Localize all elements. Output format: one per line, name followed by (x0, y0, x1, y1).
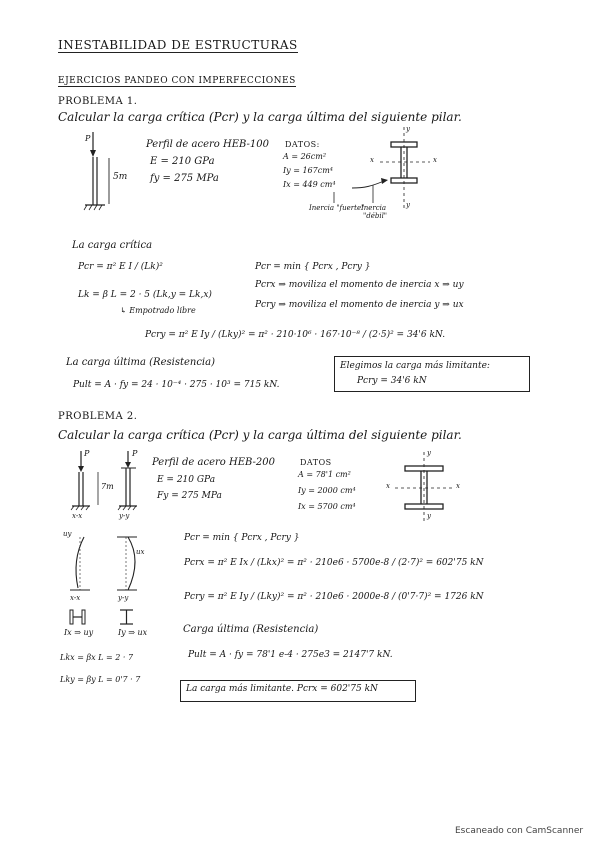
p1-axis-y-top: y (406, 125, 410, 133)
p2-inertia-x: Ix = 5700 cm⁴ (298, 502, 356, 511)
p1-pcry-note: Pcry ⇒ moviliza el momento de inercia y … (255, 300, 464, 310)
p1-critical-title: La carga crítica (72, 240, 153, 251)
p1-result-line-2: Pcry = 34'6 kN (357, 376, 427, 386)
p1-datos-title: DATOS: (285, 140, 320, 149)
p1-young-modulus: E = 210 GPa (150, 156, 215, 167)
p1-pult: Pult = A · fy = 24 · 10⁻⁴ · 275 · 10³ = … (73, 380, 280, 390)
p2-xx-label-bottom: x-x (70, 594, 81, 602)
p1-axis-x-right: x (433, 156, 437, 164)
p2-xx-label-top: x-x (72, 512, 83, 520)
p2-pcry: Pcry = π² E Iy / (Lky)² = π² · 210e6 · 2… (184, 592, 484, 602)
p1-area: A = 26cm² (283, 152, 327, 161)
p2-ix-uy: Ix ⇒ uy (64, 628, 94, 637)
p2-axis-x-right: x (456, 482, 460, 490)
p1-ultimate-title: La carga última (Resistencia) (66, 357, 215, 368)
p2-lky: Lky = βy L = 0'7 · 7 (60, 675, 141, 684)
p1-pcry-formula: Pcry = π² E Iy / (Lky)² = π² · 210·10⁶ ·… (145, 330, 446, 340)
p2-axis-y-top: y (427, 449, 431, 457)
p2-datos-title: DATOS (300, 458, 332, 467)
p1-result-line-1: Elegimos la carga más limitante: (340, 361, 490, 371)
problem-2-heading: PROBLEMA 2. (58, 411, 138, 422)
p2-young-modulus: E = 210 GPa (157, 475, 216, 485)
p2-ux-label: ux (136, 548, 145, 556)
p1-result-box: Elegimos la carga más limitante: Pcry = … (334, 356, 530, 392)
problem-1-heading: PROBLEMA 1. (58, 96, 138, 107)
p2-result-text: La carga más limitante. Pcrx = 602'75 kN (186, 684, 378, 694)
p1-fixed-free-note: ↳ Empotrado libre (120, 306, 196, 315)
p2-uy-label: uy (63, 530, 72, 538)
p1-weak-inertia-note-2: "débil" (363, 212, 388, 220)
p1-weak-inertia-note-1: Inercia (361, 204, 387, 212)
p2-lkx: Lkx = βx L = 2 · 7 (60, 653, 134, 662)
p2-ultimate-title: Carga última (Resistencia) (183, 624, 319, 635)
p1-axis-y-bottom: y (406, 201, 410, 209)
p2-iy-ux: Iy ⇒ ux (118, 628, 148, 637)
p2-pcrx: Pcrx = π² E Ix / (Lkx)² = π² · 210e6 · 5… (184, 558, 484, 568)
p2-load-label-b: P (132, 449, 138, 458)
p2-area: A = 78'1 cm² (298, 470, 351, 479)
p2-load-label-a: P (84, 449, 90, 458)
p1-pcrx-note: Pcrx ⇒ moviliza el momento de inercia x … (255, 280, 464, 290)
section-subtitle: EJERCICIOS PANDEO CON IMPERFECCIONES (58, 76, 296, 87)
problem-1-statement: Calcular la carga crítica (Pcr) y la car… (58, 110, 462, 124)
p2-yy-label-top: y-y (119, 512, 130, 520)
scanner-watermark: Escaneado con CamScanner (455, 826, 584, 836)
p1-strong-inertia-note: Inercia "fuerte" (309, 204, 365, 212)
p2-inertia-y: Iy = 2000 cm⁴ (298, 486, 356, 495)
p2-axis-y-bottom: y (427, 512, 431, 520)
p1-pcr-min: Pcr = min { Pcrx , Pcry } (255, 262, 371, 272)
p2-pcr-min: Pcr = min { Pcrx , Pcry } (184, 533, 300, 543)
page-title: INESTABILIDAD DE ESTRUCTURAS (58, 38, 298, 53)
p2-axis-x-left: x (386, 482, 390, 490)
p2-pult: Pult = A · fy = 78'1 e-4 · 275e3 = 2147'… (188, 650, 393, 660)
p2-result-box: La carga más limitante. Pcrx = 602'75 kN (180, 680, 416, 702)
p1-height-label: 5m (113, 172, 128, 182)
p1-load-label: P (85, 134, 91, 143)
p1-yield-stress: fy = 275 MPa (150, 173, 219, 184)
problem-2-statement: Calcular la carga crítica (Pcr) y la car… (58, 428, 462, 442)
p1-inertia-y: Iy = 167cm⁴ (283, 166, 334, 175)
p2-profile: Perfil de acero HEB-200 (152, 457, 276, 468)
p1-profile: Perfil de acero HEB-100 (146, 139, 270, 150)
p1-axis-x-left: x (370, 156, 374, 164)
p1-inertia-x: Ix = 449 cm⁴ (283, 180, 336, 189)
p2-yield-stress: Fy = 275 MPa (157, 491, 222, 501)
p1-pcr-formula: Pcr = π² E I / (Lk)² (78, 262, 163, 272)
p1-lk-formula: Lk = β L = 2 · 5 (Lk,y = Lk,x) (78, 290, 212, 300)
p2-height-label: 7m (101, 482, 114, 491)
p2-yy-label-bottom: y-y (118, 594, 129, 602)
